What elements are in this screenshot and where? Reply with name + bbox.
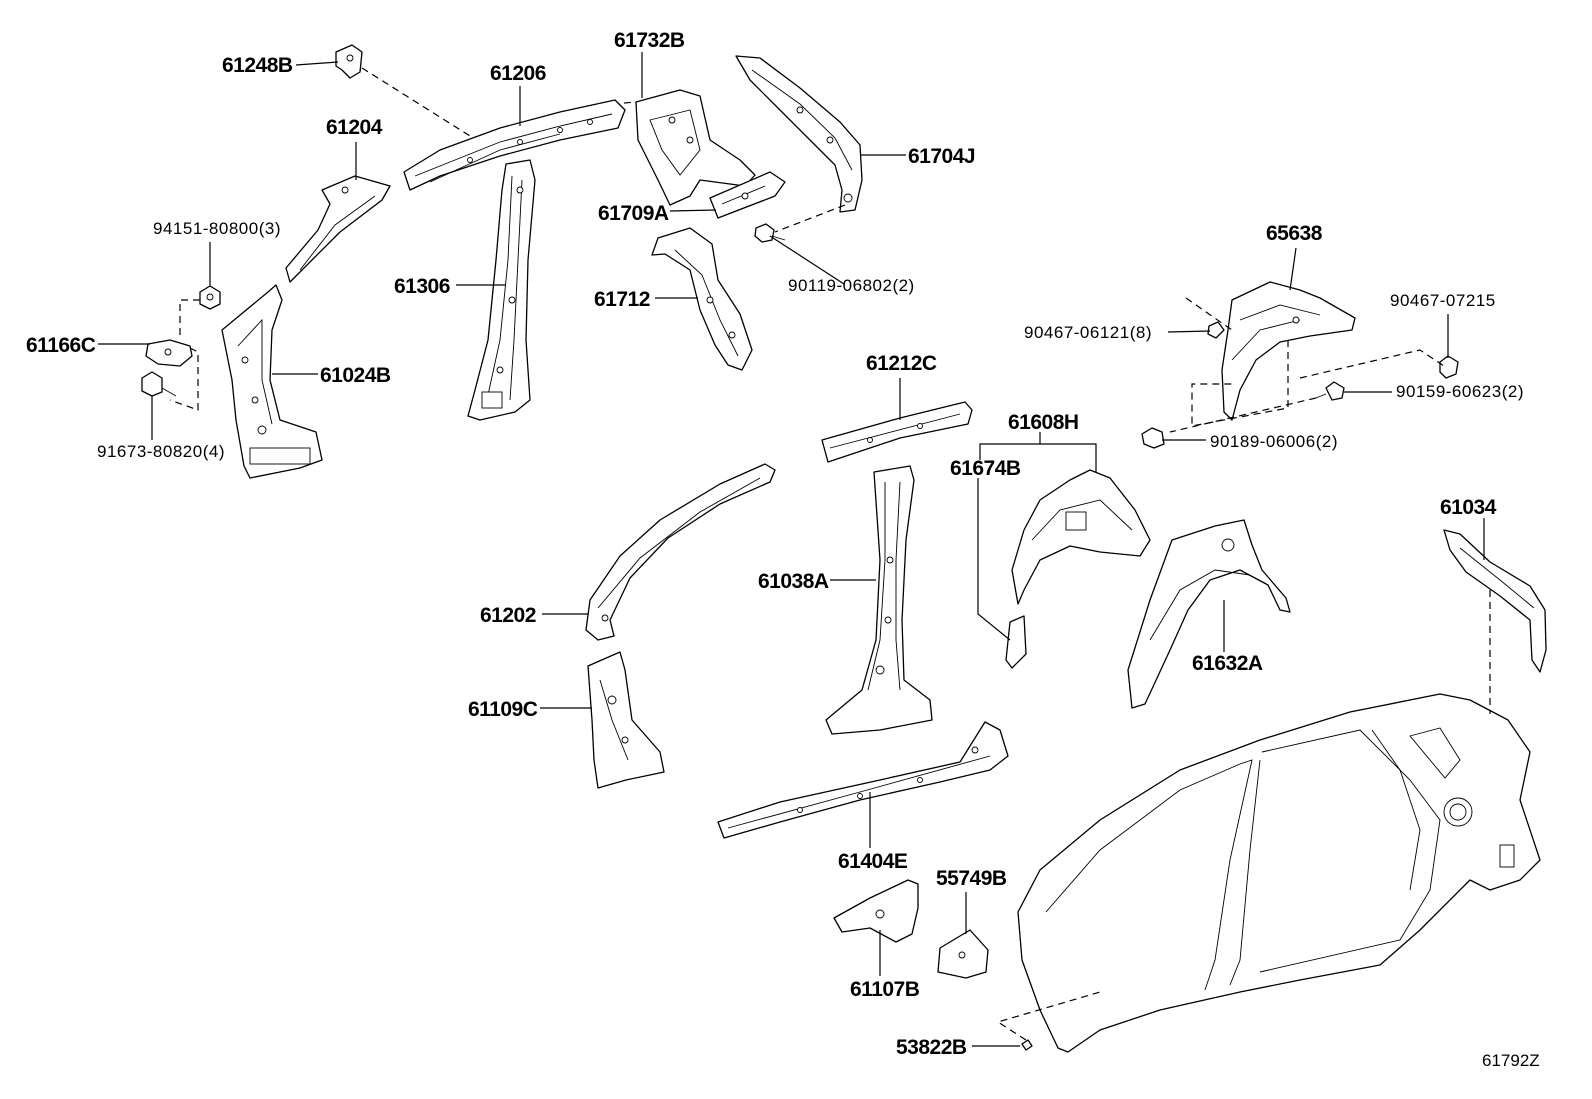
label-61024b[interactable]: 61024B [320,364,391,387]
part-61608h-drawing [1011,469,1151,605]
label-61206[interactable]: 61206 [490,62,546,85]
label-61107b[interactable]: 61107B [850,978,920,1001]
label-90467-06121[interactable]: 90467-06121(8) [1024,323,1152,342]
part-61709a-drawing [709,171,786,219]
label-61248b[interactable]: 61248B [222,54,293,77]
label-61404e[interactable]: 61404E [838,850,908,873]
leader-lines [98,52,1491,1047]
label-61712[interactable]: 61712 [594,288,650,311]
part-61024b-drawing [221,284,323,479]
label-65638[interactable]: 65638 [1266,222,1323,245]
part-labels: 61248B 61206 61732B 61204 61704J 61709A … [26,29,1540,1070]
part-91673-drawing [141,371,177,397]
label-90189-06006[interactable]: 90189-06006(2) [1210,432,1338,451]
part-61248b-drawing [335,44,363,79]
part-61206-drawing [403,99,626,191]
part-61212c-drawing [821,401,973,463]
label-61212c[interactable]: 61212C [866,352,937,375]
label-61674b[interactable]: 61674B [950,457,1021,480]
part-90467-06121-drawing [1207,321,1225,339]
part-61712-drawing [651,227,753,371]
diagram-reference-code: 61792Z [1482,1051,1540,1070]
part-61404e-drawing [717,721,1009,839]
label-90159-60623[interactable]: 90159-60623(2) [1396,382,1524,401]
label-61709a[interactable]: 61709A [598,202,669,225]
part-90119-drawing [754,223,786,243]
part-55749b-drawing [937,929,989,979]
part-65638-drawing [1221,281,1356,421]
part-61632a-drawing [1127,519,1291,709]
label-61202[interactable]: 61202 [480,604,536,627]
label-61034[interactable]: 61034 [1440,496,1497,519]
label-61608h[interactable]: 61608H [1008,411,1079,434]
part-61038a-drawing [825,465,933,735]
part-90189-drawing [1141,427,1165,449]
label-61632a[interactable]: 61632A [1192,652,1263,675]
label-61038a[interactable]: 61038A [758,570,829,593]
label-90467-07215[interactable]: 90467-07215 [1390,291,1496,310]
label-61306[interactable]: 61306 [394,275,450,298]
part-94151-drawing [199,285,221,310]
label-61204[interactable]: 61204 [326,116,383,139]
part-61674b-drawing [1005,615,1027,669]
label-61732b[interactable]: 61732B [614,29,685,52]
body-side-outer-panel-drawing [1017,693,1541,1053]
label-53822b[interactable]: 53822B [896,1036,967,1059]
part-61306-drawing [467,159,536,421]
label-61166c[interactable]: 61166C [26,334,96,357]
label-61109c[interactable]: 61109C [468,698,538,721]
part-61204-drawing [285,175,391,283]
label-55749b[interactable]: 55749B [936,867,1007,890]
part-61107b-drawing [833,879,919,943]
part-61166c-drawing [145,339,193,367]
label-61704j[interactable]: 61704J [908,145,976,168]
part-61034-drawing [1443,529,1547,673]
label-90119-06802[interactable]: 90119-06802(2) [788,276,915,295]
part-90159-drawing [1315,381,1345,401]
part-61109c-drawing [587,651,665,789]
label-91673-80820[interactable]: 91673-80820(4) [97,442,225,461]
part-53822b-drawing [1021,1039,1033,1051]
part-61202-drawing [585,463,776,641]
label-94151-80800[interactable]: 94151-80800(3) [153,219,281,238]
part-61704j-drawing [735,55,863,213]
part-90467-07215-drawing [1439,355,1459,379]
